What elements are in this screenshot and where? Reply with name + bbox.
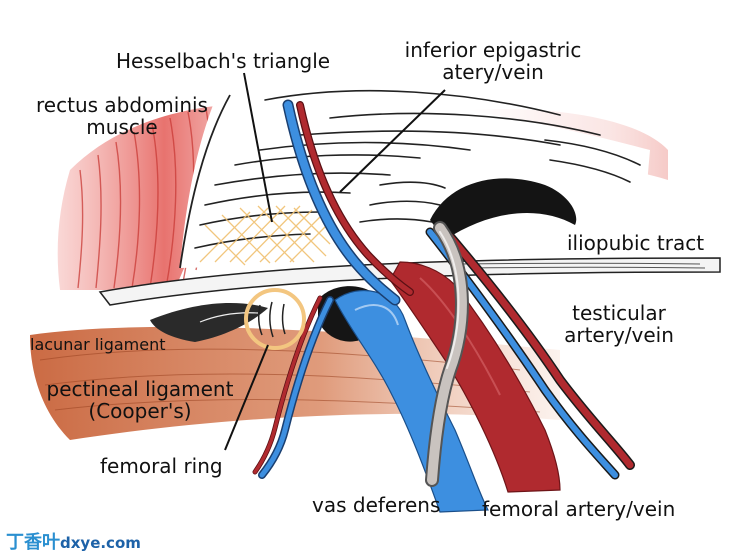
leader-femoral-ring (224, 344, 269, 451)
label-iliopubic-tract: iliopubic tract (567, 231, 705, 255)
label-inferior-epigastric: inferior epigastric atery/vein (388, 39, 598, 83)
label-inferior-epigastric-line1: inferior epigastric (404, 38, 582, 62)
label-rectus-line1: rectus abdominis (36, 93, 208, 117)
label-testicular-line2: artery/vein (564, 323, 674, 347)
label-pectineal-line1: pectineal ligament (46, 377, 234, 401)
label-vas-deferens: vas deferens (312, 493, 441, 517)
aberrant-obturator-vessels (252, 295, 334, 479)
leader-hesselbach (243, 72, 273, 223)
watermark-chinese: 丁香叶 (6, 532, 60, 553)
vas-deferens (425, 221, 469, 487)
femoral-ring-lines (257, 301, 286, 338)
leader-lines (224, 72, 446, 451)
label-lacunar-ligament: lacunar ligament (30, 335, 166, 354)
iliopubic-tract (98, 257, 721, 306)
label-pectineal-ligament: pectineal ligament (Cooper's) (34, 378, 246, 422)
femoral-ring-circle (244, 288, 306, 350)
deep-inguinal-ring (430, 178, 577, 240)
label-inferior-epigastric-line2: atery/vein (442, 60, 544, 84)
label-testicular-line1: testicular (572, 301, 666, 325)
inferior-epigastric-vessels (282, 99, 414, 306)
label-hesselbach-triangle: Hesselbach's triangle (116, 49, 331, 73)
label-rectus-abdominis: rectus abdominis muscle (22, 94, 222, 138)
watermark-domain: dxye.com (60, 534, 141, 552)
leader-epigastric (339, 89, 446, 193)
label-femoral-ring: femoral ring (100, 454, 223, 478)
hesselbach-triangle-hatch (199, 205, 331, 266)
femoral-vein (334, 290, 489, 513)
label-pectineal-line2: (Cooper's) (88, 399, 192, 423)
label-femoral-vessels: femoral artery/vein (482, 497, 676, 521)
label-rectus-line2: muscle (86, 115, 158, 139)
label-testicular-vessels: testicular artery/vein (564, 302, 674, 346)
watermark-logo: 丁香叶dxye.com (6, 528, 141, 554)
